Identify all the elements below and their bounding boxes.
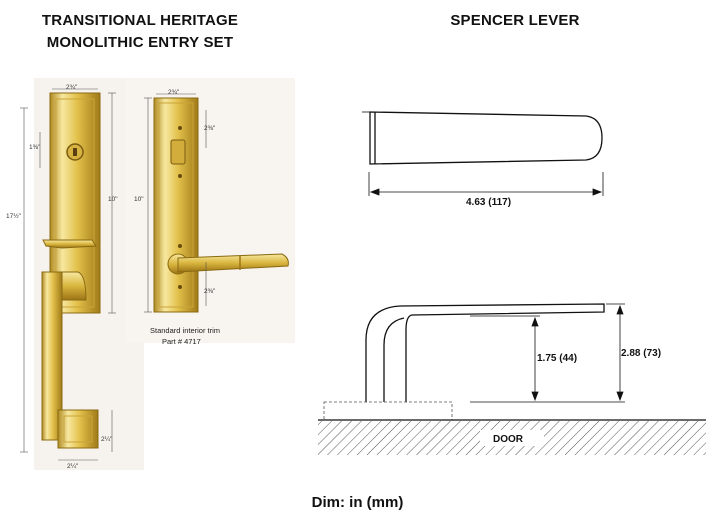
dim-bore-spacing: 1⅜" (29, 144, 41, 151)
dim-int-top-offset: 2⅜" (204, 125, 216, 132)
rose-outline (323, 401, 453, 421)
dim-int-width: 2¾" (168, 89, 180, 96)
interior-dimensions (144, 93, 207, 313)
dim-ext-width: 2¾" (66, 84, 78, 91)
dim-int-bottom-offset: 2⅜" (204, 288, 216, 295)
length-dimension (368, 172, 604, 196)
trim-caption-line1: Standard interior trim (150, 326, 220, 335)
interior-trim (153, 97, 289, 313)
dim-ext-plate-height: 10" (108, 196, 118, 203)
right-title: SPENCER LEVER (450, 12, 580, 29)
length-label: 4.63 (117) (466, 197, 511, 208)
interior-photo-bg (125, 78, 295, 343)
lever-side-view (365, 303, 605, 402)
left-title-line2: MONOLITHIC ENTRY SET (46, 34, 234, 51)
units-footer: Dim: in (mm) (311, 494, 404, 511)
height-dimensions (470, 303, 625, 403)
left-title: TRANSITIONAL HERITAGE MONOLITHIC ENTRY S… (20, 10, 260, 54)
interior-lever (177, 253, 289, 273)
left-title-line1: TRANSITIONAL HERITAGE (41, 12, 239, 29)
exterior-dimensions (20, 88, 116, 461)
dim-bottom-width: 2¼" (67, 463, 79, 470)
dim-overall-height: 17½" (6, 212, 22, 220)
lever-top-view (362, 111, 603, 165)
dim-int-plate-height: 10" (134, 196, 144, 203)
height-label-1: 1.75 (44) (537, 353, 577, 364)
thumbturn (170, 139, 186, 165)
thumb-latch (42, 239, 97, 249)
exterior-handleset (41, 92, 101, 449)
trim-caption-line2: Part # 4717 (162, 337, 201, 346)
door-label: DOOR (493, 434, 524, 445)
height-label-2: 2.88 (73) (621, 348, 661, 359)
dim-bottom-height: 2¼" (101, 436, 113, 443)
